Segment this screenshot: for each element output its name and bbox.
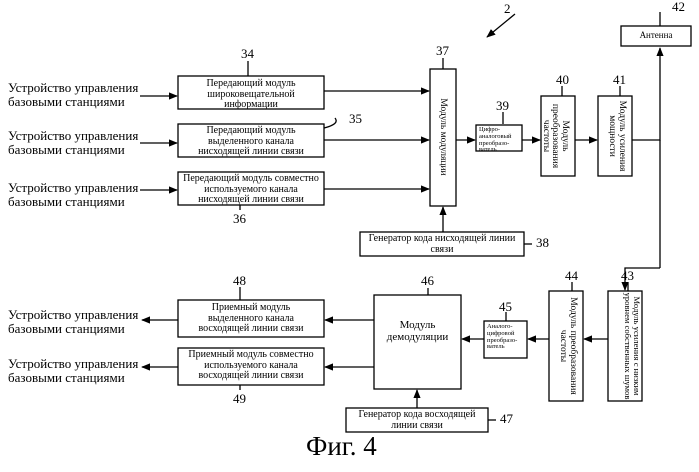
block-38-label: Генератор кода нисходящей линии связи: [364, 234, 520, 255]
ref-37: 37: [436, 44, 449, 58]
block-41-label: Модуль усиления мощности: [598, 96, 632, 176]
ref-39: 39: [496, 99, 509, 113]
source-1: Устройство управления базовыми станциями: [8, 81, 140, 108]
ref-44: 44: [565, 269, 578, 283]
ref-45: 45: [499, 300, 512, 314]
block-42-label: Антенна: [623, 31, 689, 40]
block-37-label: Модуль модуляции: [430, 69, 456, 205]
ref-47: 47: [500, 412, 513, 426]
ref-42: 42: [672, 0, 685, 14]
figure-caption: Фиг. 4: [306, 431, 377, 462]
block-40-label: Модуль преобразования частоты: [541, 96, 575, 176]
block-46-label: Модуль демодуляции: [378, 320, 457, 343]
ref-40: 40: [556, 73, 569, 87]
block-34-label: Передающий модуль широковещательной инфо…: [188, 79, 314, 111]
block-39-label: Цифро-аналоговый преобразо-ватель: [479, 127, 520, 154]
ref-46: 46: [421, 274, 434, 288]
block-47-label: Генератор кода восходящей линии связи: [350, 410, 484, 431]
ref-36: 36: [233, 212, 246, 226]
ref-41: 41: [613, 73, 626, 87]
source-2: Устройство управления базовыми станциями: [8, 129, 140, 156]
ref-number-2: 2: [504, 2, 511, 16]
source-3: Устройство управления базовыми станциями: [8, 181, 140, 208]
block-43-label: Модуль усиления с низким уровнем собстве…: [608, 291, 642, 401]
ref-34: 34: [241, 47, 254, 61]
block-44-label: Модуль преобразования частоты: [549, 291, 583, 401]
ref-43: 43: [621, 269, 634, 283]
block-36-label: Передающий модуль совместно используемог…: [182, 174, 320, 206]
destination-1: Устройство управления базовыми станциями: [8, 308, 140, 335]
block-49-label: Приемный модуль совместно используемого …: [182, 350, 320, 382]
block-35-label: Передающий модуль выделенного канала нис…: [184, 126, 318, 158]
ref-48: 48: [233, 274, 246, 288]
block-48-label: Приемный модуль выделенного канала восхо…: [188, 303, 314, 335]
destination-2: Устройство управления базовыми станциями: [8, 357, 140, 384]
ref-38: 38: [536, 236, 549, 250]
block-45-label: Аналого-цифровой преобразо-ватель: [487, 324, 525, 351]
ref-49: 49: [233, 392, 246, 406]
ref-35: 35: [349, 112, 362, 126]
